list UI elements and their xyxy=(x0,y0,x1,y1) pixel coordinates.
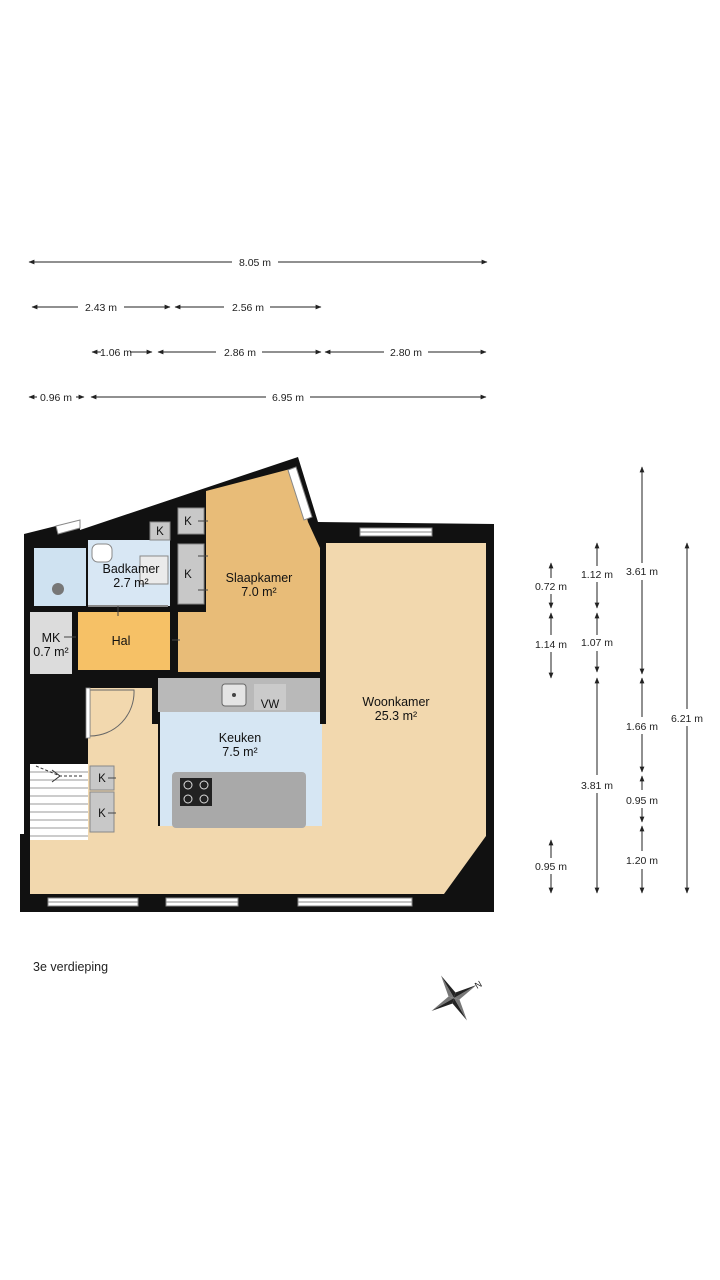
kitchen-fixtures: VW xyxy=(158,678,320,828)
woonkamer-name: Woonkamer xyxy=(362,695,429,709)
dim-1-06: 1.06 m xyxy=(100,347,132,359)
vaatwasser-label: VW xyxy=(261,699,280,711)
badkamer-name: Badkamer xyxy=(103,562,160,576)
compass-icon xyxy=(431,975,477,1021)
keuken-name: Keuken xyxy=(219,731,261,745)
dim-0-72: 0.72 m xyxy=(535,581,567,593)
dim-2-56: 2.56 m xyxy=(232,302,264,314)
windows xyxy=(47,466,433,907)
closet-label: K xyxy=(156,526,164,538)
dim-0-95-left: 0.95 m xyxy=(535,861,567,873)
stairs xyxy=(30,764,88,840)
closet-label: K xyxy=(184,569,192,581)
hal-name: Hal xyxy=(112,634,131,648)
dim-0-95-right: 0.95 m xyxy=(626,795,658,807)
dim-0-96: 0.96 m xyxy=(40,392,72,404)
shower-floor xyxy=(34,548,86,606)
dim-1-66: 1.66 m xyxy=(626,721,658,733)
mk-area: 0.7 m² xyxy=(33,645,68,659)
closet-label: K xyxy=(98,808,106,820)
slaapkamer-name: Slaapkamer xyxy=(226,571,293,585)
interior-walls xyxy=(24,530,326,766)
closets: K K K K K xyxy=(64,507,208,833)
horizontal-dimensions: 8.05 m 2.43 m 2.56 m 1.06 m 2.86 m 2.80 … xyxy=(28,257,488,404)
keuken-area: 7.5 m² xyxy=(222,745,257,759)
entrance-door-icon xyxy=(89,689,135,737)
dim-1-20: 1.20 m xyxy=(626,855,658,867)
dim-3-81: 3.81 m xyxy=(581,780,613,792)
slaapkamer-floor xyxy=(178,468,320,672)
washbasin-icon xyxy=(139,555,169,585)
closet-label: K xyxy=(184,516,192,528)
dim-2-80: 2.80 m xyxy=(390,347,422,359)
mk-floor xyxy=(30,612,72,674)
cooktop-icon xyxy=(180,778,212,806)
woonkamer-area: 25.3 m² xyxy=(375,709,417,723)
floor-caption: 3e verdieping xyxy=(33,960,109,974)
badkamer-area: 2.7 m² xyxy=(113,576,148,590)
slaapkamer-area: 7.0 m² xyxy=(241,585,276,599)
dim-6-95: 6.95 m xyxy=(272,392,304,404)
mk-name: MK xyxy=(42,631,61,645)
woonkamer-floor xyxy=(30,543,486,894)
dim-2-43: 2.43 m xyxy=(85,302,117,314)
dim-1-12: 1.12 m xyxy=(581,569,613,581)
compass-north-letter: N xyxy=(473,979,484,991)
shower-drain-icon xyxy=(52,583,64,595)
dim-3-61: 3.61 m xyxy=(626,566,658,578)
vertical-dimensions: 0.72 m 1.14 m 0.95 m 1.12 m 1.07 m 3.81 … xyxy=(535,466,703,894)
dim-6-21: 6.21 m xyxy=(671,713,703,725)
closet-label: K xyxy=(98,773,106,785)
dim-total-width: 8.05 m xyxy=(239,257,271,269)
hal-floor xyxy=(78,612,170,670)
toilet-icon xyxy=(91,543,113,563)
bathroom-fixtures xyxy=(52,543,169,607)
room-labels: Badkamer 2.7 m² Slaapkamer 7.0 m² MK 0.7… xyxy=(33,562,429,759)
dim-2-86: 2.86 m xyxy=(224,347,256,359)
dim-1-14: 1.14 m xyxy=(535,639,567,651)
dim-1-07: 1.07 m xyxy=(581,637,613,649)
